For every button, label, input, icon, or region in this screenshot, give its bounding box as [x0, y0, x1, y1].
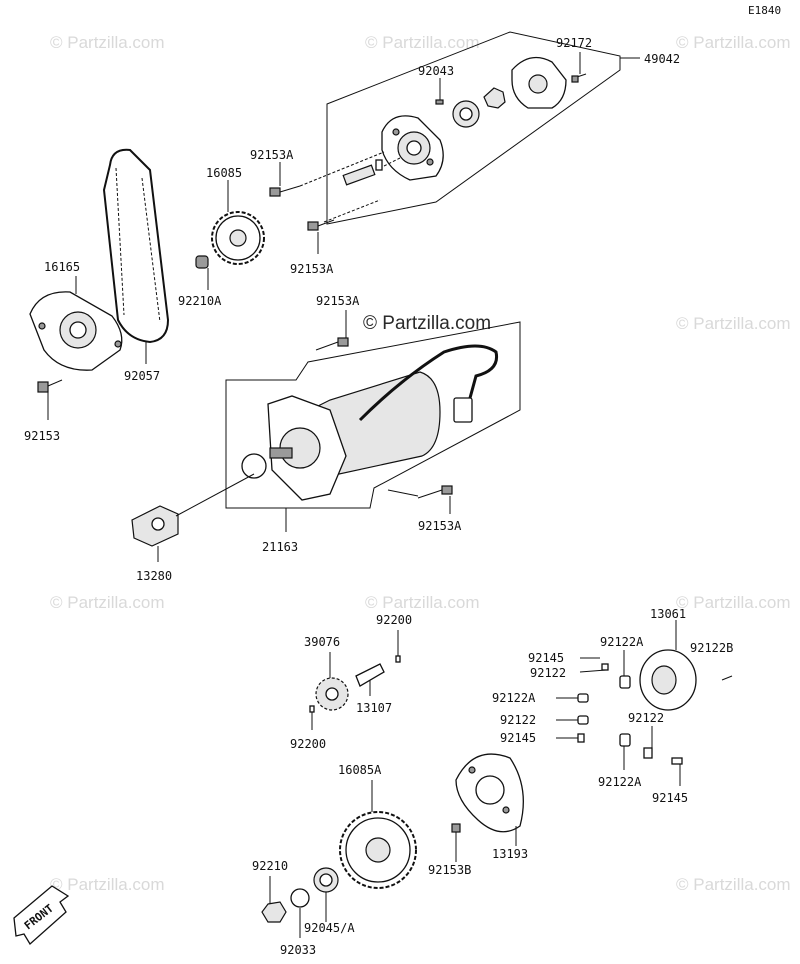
starter-motor-assembly [225, 321, 521, 509]
watermark: © Partzilla.com [676, 33, 791, 52]
idler-gear-assembly [309, 655, 401, 713]
callout-92122: 92122 [628, 711, 664, 725]
callout-labels: 49042 92172 92043 92153A 16085 92153A 16… [24, 36, 733, 957]
diagram-id: E1840 [748, 4, 781, 17]
callout-92210A: 92210A [178, 294, 222, 308]
watermark-layer: © Partzilla.com © Partzilla.com © Partzi… [50, 33, 791, 894]
callout-92200: 92200 [376, 613, 412, 627]
callout-92122A: 92122A [598, 775, 642, 789]
gear-13280 [131, 473, 255, 547]
callout-92153A: 92153A [316, 294, 360, 308]
callout-92145: 92145 [528, 651, 564, 665]
oil-pump-assembly [269, 31, 640, 231]
flywheel-13193 [451, 753, 524, 833]
callout-92200: 92200 [290, 737, 326, 751]
callout-92122A: 92122A [492, 691, 536, 705]
front-arrow-icon: FRONT [13, 885, 70, 946]
callout-13061: 13061 [650, 607, 686, 621]
callout-16085A: 16085A [338, 763, 382, 777]
callout-92153B: 92153B [428, 863, 471, 877]
sprocket-16085 [195, 211, 265, 269]
gear-16085A [339, 811, 417, 889]
watermark: © Partzilla.com [365, 593, 480, 612]
callout-92153A: 92153A [290, 262, 334, 276]
callout-13193: 13193 [492, 847, 528, 861]
leader-lines [47, 52, 681, 938]
callout-21163: 21163 [262, 540, 298, 554]
callout-92122B: 92122B [690, 641, 733, 655]
callout-49042: 49042 [644, 52, 680, 66]
callout-92210: 92210 [252, 859, 288, 873]
watermark: © Partzilla.com [365, 33, 480, 52]
watermark: © Partzilla.com [50, 593, 165, 612]
callout-92145: 92145 [652, 791, 688, 805]
callout-16165: 16165 [44, 260, 80, 274]
callout-13107: 13107 [356, 701, 392, 715]
callout-92122A: 92122A [600, 635, 644, 649]
callout-92122: 92122 [500, 713, 536, 727]
callout-92153A: 92153A [250, 148, 294, 162]
callout-16085: 16085 [206, 166, 242, 180]
callout-92057: 92057 [124, 369, 160, 383]
callout-92033: 92033 [280, 943, 316, 957]
callout-92153: 92153 [24, 429, 60, 443]
cam-chain [102, 148, 170, 344]
callout-92045: 92045/A [304, 921, 355, 935]
callout-92172: 92172 [556, 36, 592, 50]
watermark: © Partzilla.com [50, 875, 165, 894]
callout-92043: 92043 [418, 64, 454, 78]
callout-13280: 13280 [136, 569, 172, 583]
watermark: © Partzilla.com [50, 33, 165, 52]
callout-92153A: 92153A [418, 519, 462, 533]
callout-39076: 39076 [304, 635, 340, 649]
watermark: © Partzilla.com [676, 593, 791, 612]
callout-92122: 92122 [530, 666, 566, 680]
callout-92145: 92145 [500, 731, 536, 745]
watermark: © Partzilla.com [676, 314, 791, 333]
bearing-92045 [261, 867, 339, 923]
center-watermark: © Partzilla.com [363, 313, 491, 334]
cover-16165 [29, 291, 123, 393]
starter-clutch-13061 [577, 649, 733, 765]
watermark: © Partzilla.com [676, 875, 791, 894]
